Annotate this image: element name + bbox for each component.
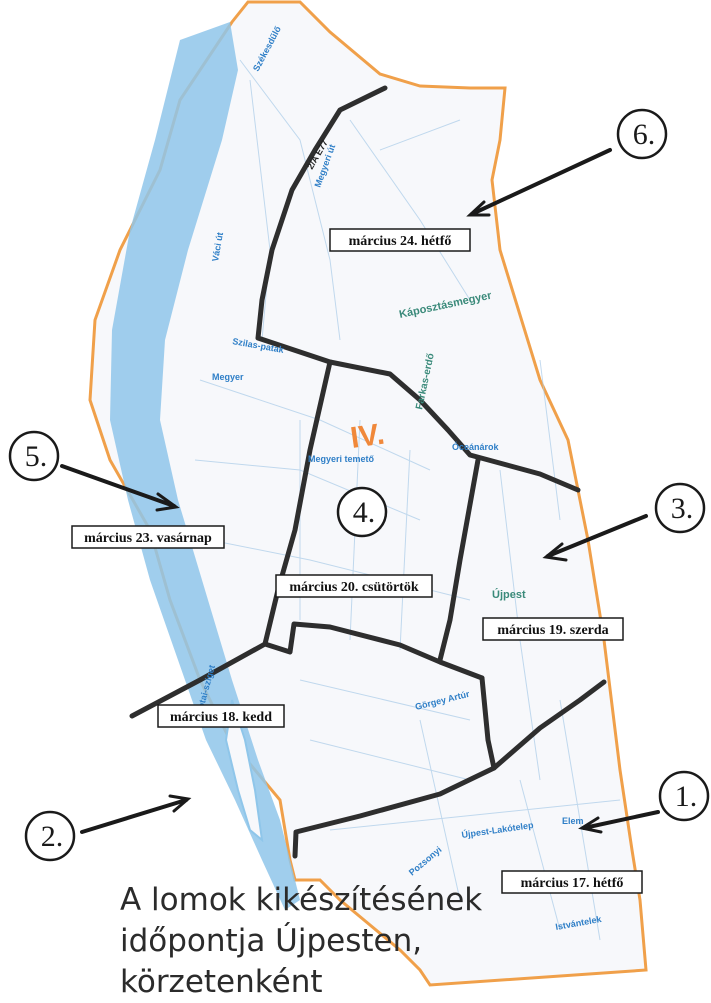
zone-1-arrowhead: [578, 816, 603, 834]
street-label: Megyer: [212, 372, 244, 382]
river-island: [224, 699, 264, 843]
zone-5-date: március 23. vasárnap: [84, 531, 212, 546]
zone-4-marker: 4.: [336, 486, 388, 538]
boundary-central-east: [327, 359, 581, 493]
boundary-south-west: [129, 621, 485, 719]
zone-3-date-box: március 19. szerda: [482, 617, 624, 641]
zone-1-number: 1.: [675, 780, 698, 813]
danube-river: [110, 22, 300, 910]
zone-3-number: 3.: [671, 492, 694, 525]
zone-1-date: március 17. hétfő: [521, 876, 624, 891]
zone-markers: 6. 5. 4. 3. 2. 1.: [8, 108, 710, 862]
zone-1-date-box: március 17. hétfő: [501, 870, 643, 894]
zone-4-number: 4.: [353, 496, 376, 529]
zone-6-date-box: március 24. hétfő: [329, 228, 471, 252]
zone-1-marker: 1.: [658, 770, 710, 822]
zone-5-number: 5.: [25, 440, 48, 473]
street-label: Megyeri temető: [308, 454, 375, 464]
zone-6-date: március 24. hétfő: [349, 234, 452, 249]
zone-5-arrow: [60, 464, 176, 508]
zone-6-number: 6.: [633, 118, 656, 151]
boundary-zone1: [491, 679, 607, 771]
zone-2-date-box: március 18. kedd: [157, 704, 285, 728]
boundary-south-east: [292, 675, 497, 859]
zone-5-marker: 5.: [8, 430, 60, 482]
zone-3-marker: 3.: [654, 482, 706, 534]
date-labels: március 24. hétfő március 23. vasárnap m…: [71, 228, 643, 894]
zone-2-arrow: [80, 798, 188, 834]
zone-2-arrowhead: [168, 794, 192, 813]
zone-boundaries: [129, 85, 607, 859]
caption-line: időpontja Újpesten,: [120, 923, 423, 959]
zone-3-arrowhead: [542, 542, 568, 562]
zone-2-number: 2.: [41, 820, 64, 853]
zone-2-date: március 18. kedd: [170, 710, 272, 725]
street-label: Újpest: [492, 588, 526, 601]
street-label: Elem: [562, 816, 584, 826]
zone-3-date: március 19. szerda: [497, 623, 608, 638]
zone-6-arrow: [470, 148, 612, 216]
zone-3-arrow: [546, 514, 648, 558]
boundary-north: [255, 85, 388, 365]
caption-line: A lomok kikészítésének: [120, 882, 483, 918]
boundary-zone3-west: [437, 457, 481, 663]
zone-5-date-box: március 23. vasárnap: [71, 525, 225, 549]
zone-1-arrow: [582, 810, 660, 830]
zone-2-marker: 2.: [24, 810, 76, 862]
caption-line: körzetenként: [120, 964, 323, 1000]
map-caption: A lomok kikészítésének időpontja Újpeste…: [120, 880, 483, 1003]
street-label: Óceánárok: [452, 441, 500, 452]
boundary-west: [262, 359, 333, 647]
zone-6-arrowhead: [466, 200, 491, 217]
zone-4-date-box: március 20. csütörtök: [275, 574, 433, 598]
district-label: IV.: [348, 418, 386, 455]
zone-4-date: március 20. csütörtök: [289, 580, 418, 595]
zone-6-marker: 6.: [616, 108, 668, 160]
zone-5-arrowhead: [155, 492, 180, 512]
zone-arrows: [60, 148, 660, 834]
